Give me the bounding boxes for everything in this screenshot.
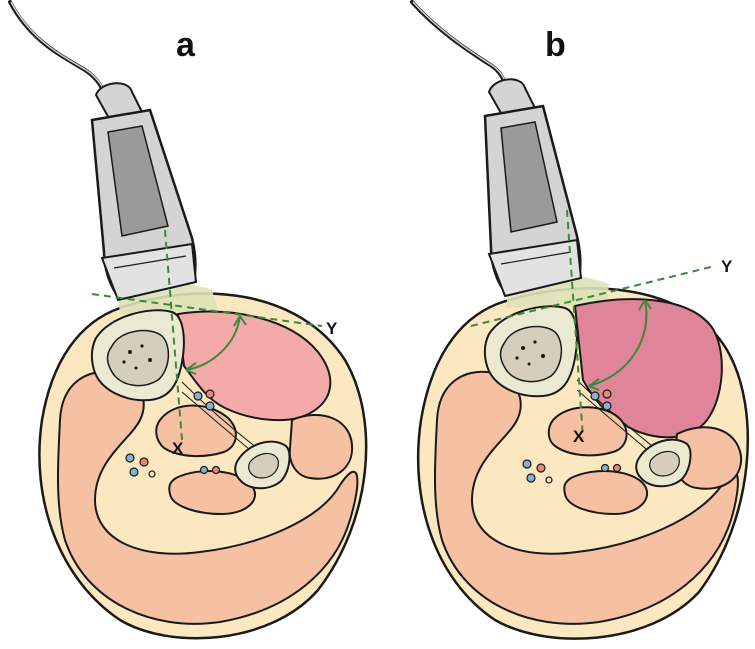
y-axis-label-a: Y [326, 320, 337, 337]
probe-cable [10, 2, 110, 100]
panel-label-a: a [176, 28, 195, 62]
panel-b: b X Y [377, 0, 755, 649]
tibia-marrow [108, 331, 169, 386]
muscle-lower [564, 471, 647, 514]
ultrasound-probe [485, 79, 581, 296]
tibia-marrow [501, 327, 562, 382]
panel-a: a X Y [0, 0, 378, 649]
diagram-b [377, 0, 755, 649]
y-axis-label-b: Y [721, 258, 732, 275]
muscle-lateral [290, 415, 352, 479]
x-axis-label-a: X [172, 440, 183, 457]
ultrasound-probe [92, 83, 196, 300]
diagram-a [0, 0, 378, 649]
panel-label-b: b [545, 28, 566, 62]
x-axis-label-b: X [573, 428, 584, 445]
